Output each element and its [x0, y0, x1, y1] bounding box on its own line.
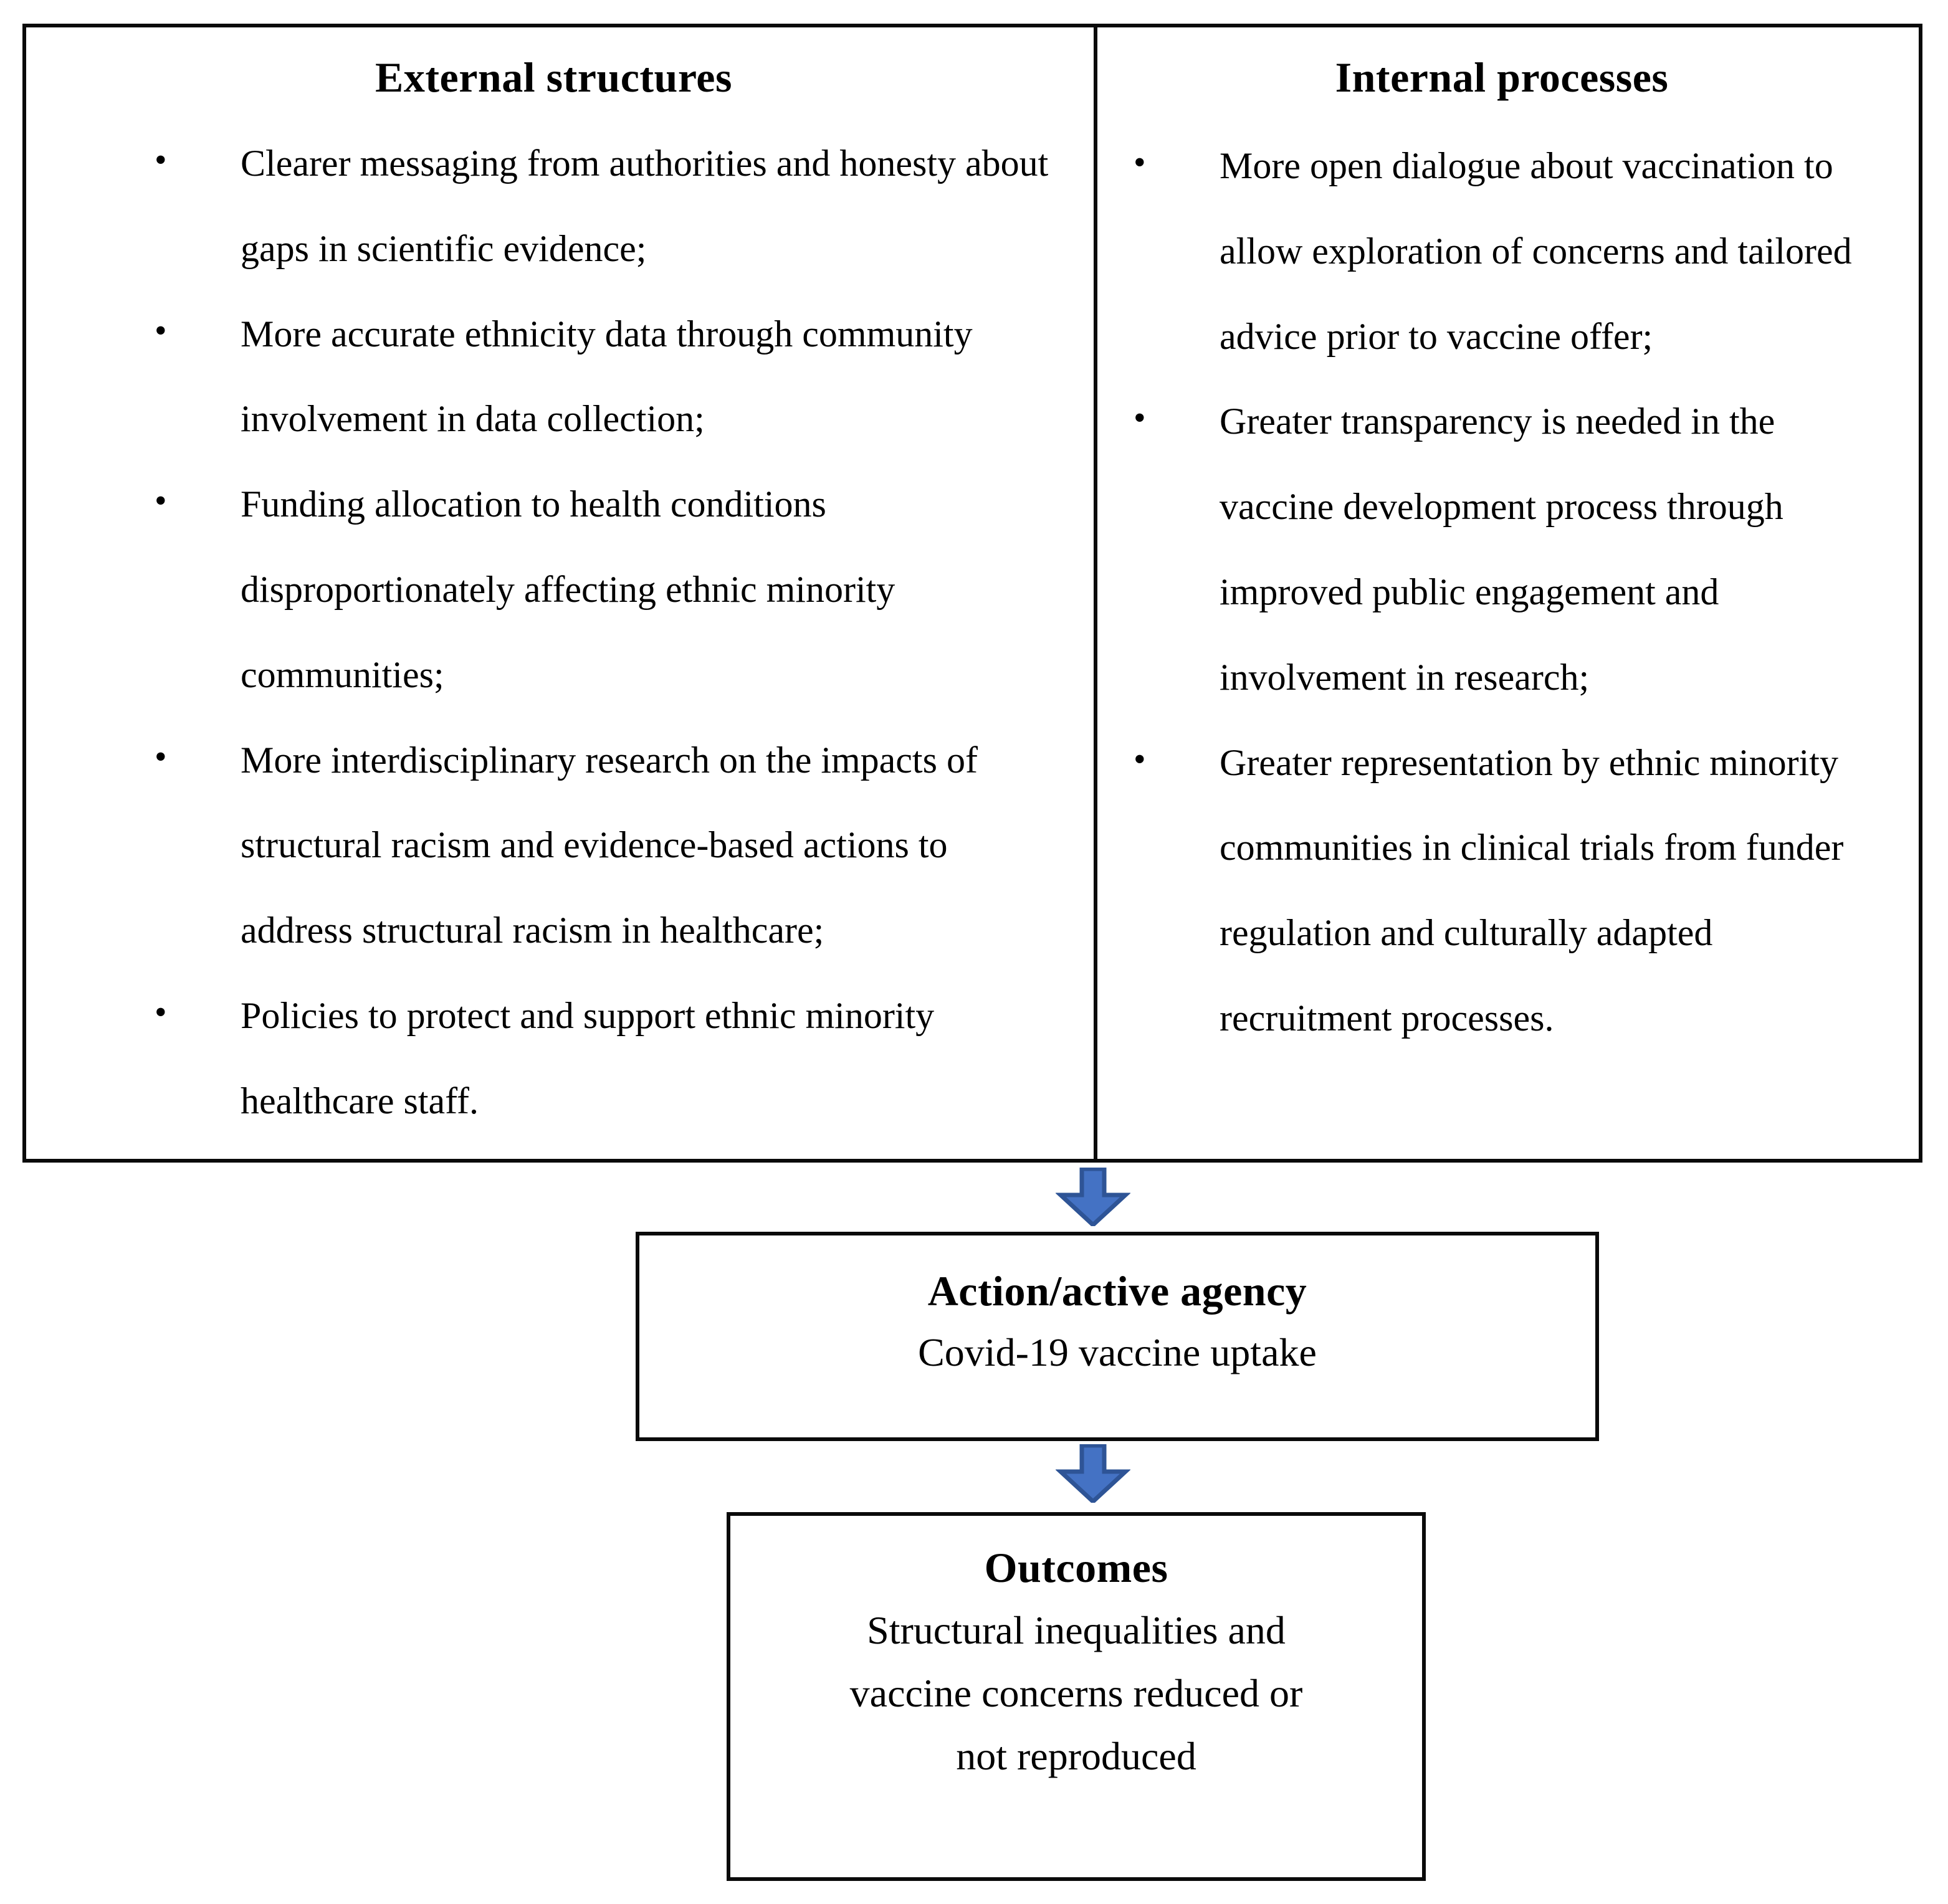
list-item: More open dialogue about vaccination to …	[1127, 123, 1894, 379]
list-item: Funding allocation to health conditions …	[148, 462, 1056, 717]
internal-processes-column: Internal processes More open dialogue ab…	[1097, 27, 1919, 1159]
action-box-line-1: Covid-19 vaccine uptake	[918, 1330, 1317, 1374]
down-arrow-icon	[1056, 1444, 1130, 1503]
list-item: More interdisciplinary research on the i…	[148, 718, 1056, 973]
action-active-agency-box: Action/active agency Covid-19 vaccine up…	[636, 1232, 1599, 1441]
list-item: Policies to protect and support ethnic m…	[148, 973, 1056, 1144]
outcomes-box-line-1: Structural inequalities and	[867, 1607, 1286, 1652]
list-item: Clearer messaging from authorities and h…	[148, 121, 1056, 292]
external-structures-bullet-list: Clearer messaging from authorities and h…	[26, 121, 1056, 1144]
action-box-title: Action/active agency	[927, 1267, 1307, 1315]
down-arrow-icon	[1056, 1168, 1130, 1226]
list-item: Greater representation by ethnic minorit…	[1127, 720, 1894, 1061]
outcomes-box-line-2: vaccine concerns reduced or	[849, 1670, 1303, 1715]
list-item: Greater transparency is needed in the va…	[1127, 379, 1894, 720]
outcomes-box-line-3: not reproduced	[956, 1733, 1196, 1778]
external-structures-title: External structures	[375, 54, 732, 101]
outcomes-box-title: Outcomes	[984, 1544, 1168, 1591]
internal-processes-bullet-list: More open dialogue about vaccination to …	[1097, 123, 1894, 1061]
internal-processes-title: Internal processes	[1335, 54, 1669, 101]
outcomes-box: Outcomes Structural inequalities and vac…	[727, 1512, 1426, 1881]
list-item: More accurate ethnicity data through com…	[148, 292, 1056, 462]
external-structures-column: External structures Clearer messaging fr…	[26, 27, 1097, 1159]
structures-processes-panel: External structures Clearer messaging fr…	[22, 24, 1922, 1163]
